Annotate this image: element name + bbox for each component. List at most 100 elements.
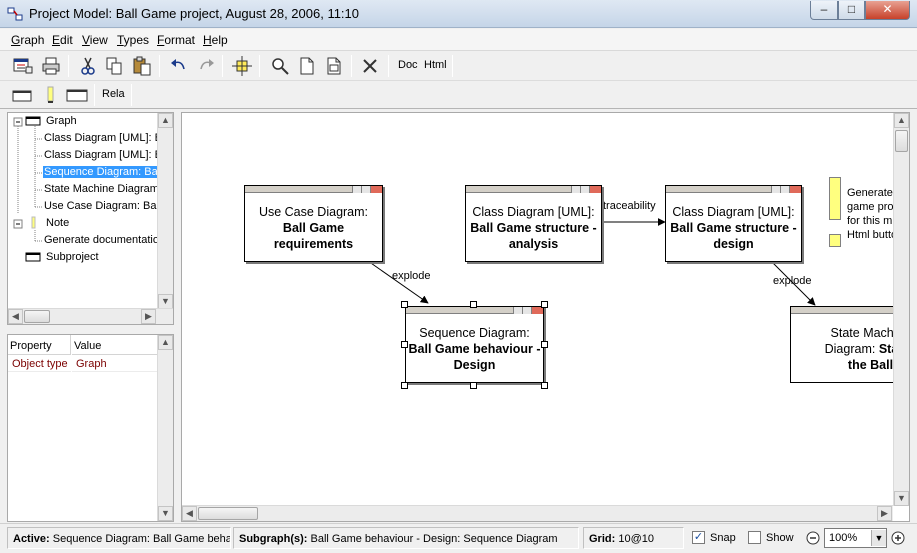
menu-view[interactable]: View: [82, 33, 108, 47]
menu-format[interactable]: Format: [157, 33, 196, 47]
cut-icon[interactable]: [77, 55, 99, 77]
title-bar: Project Model: Ball Game project, August…: [0, 0, 917, 28]
doc-button[interactable]: Doc: [398, 59, 418, 71]
sequence-diagram-node[interactable]: Sequence Diagram:Ball Game behaviour - D…: [405, 306, 544, 383]
tree-lines: [13, 116, 42, 262]
resize-handle[interactable]: [470, 382, 477, 389]
diagram-canvas[interactable]: explode traceability explode Use Case Di…: [181, 112, 910, 522]
tree-item-class-diagram-design[interactable]: Class Diagram [UML]: Ba: [44, 149, 169, 161]
subproject-type-icon[interactable]: [66, 84, 88, 106]
app-icon: [7, 7, 23, 21]
page-icon[interactable]: [323, 55, 345, 77]
tree-item-generate-documentation[interactable]: Generate documentatio: [44, 234, 159, 246]
main-toolbar: Doc Html: [0, 51, 917, 81]
canvas-vertical-scrollbar[interactable]: ▲ ▼: [893, 113, 909, 506]
scroll-up-icon[interactable]: ▲: [894, 113, 909, 128]
tree-vertical-scrollbar[interactable]: ▲ ▼: [157, 113, 173, 309]
scroll-right-icon[interactable]: ▶: [877, 506, 892, 521]
toolbar-separator: [351, 55, 352, 77]
tree-item-subproject[interactable]: Subproject: [46, 251, 99, 263]
scroll-thumb[interactable]: [24, 310, 50, 323]
toolbar-separator: [94, 84, 95, 106]
tree-item-state-machine-diagram[interactable]: State Machine Diagram:: [44, 183, 162, 195]
tree-item-sequence-diagram[interactable]: Sequence Diagram: Ball: [43, 166, 164, 178]
tree-item-graph[interactable]: Graph: [46, 115, 77, 127]
undo-icon[interactable]: [168, 55, 190, 77]
note-text[interactable]: Generate game proj for this m Html butto: [847, 187, 898, 241]
scroll-down-icon[interactable]: ▼: [894, 491, 909, 506]
value-column-header[interactable]: Value: [72, 335, 158, 355]
note-marker-small[interactable]: [829, 234, 841, 247]
class-diagram-analysis-node[interactable]: Class Diagram [UML]:Ball Game structure …: [465, 185, 602, 262]
resize-handle[interactable]: [541, 301, 548, 308]
zoom-out-icon[interactable]: [806, 531, 820, 545]
close-button[interactable]: ✕: [865, 1, 910, 20]
zoom-in-icon[interactable]: [891, 531, 905, 545]
toolbar-separator: [259, 55, 260, 77]
scroll-up-icon[interactable]: ▲: [158, 335, 173, 350]
class-diagram-design-node[interactable]: Class Diagram [UML]:Ball Game structure …: [665, 185, 802, 262]
explode-label-1: explode: [392, 270, 431, 282]
status-subgraph: Subgraph(s): Ball Game behaviour - Desig…: [233, 527, 579, 549]
note-marker[interactable]: [829, 177, 841, 220]
scroll-left-icon[interactable]: ◀: [8, 309, 23, 324]
scroll-left-icon[interactable]: ◀: [182, 506, 197, 521]
show-checkbox[interactable]: [748, 531, 761, 544]
scroll-thumb[interactable]: [895, 130, 908, 152]
scroll-down-icon[interactable]: ▼: [158, 294, 173, 309]
resize-handle[interactable]: [541, 382, 548, 389]
scroll-thumb[interactable]: [198, 507, 258, 520]
toolbar-separator: [388, 55, 389, 77]
minimize-button[interactable]: –: [810, 1, 838, 20]
property-column-header[interactable]: Property: [8, 335, 71, 355]
zoom-icon[interactable]: [269, 55, 291, 77]
snap-label: Snap: [710, 532, 736, 544]
type-toolbar: Rela: [0, 82, 917, 109]
resize-handle[interactable]: [401, 301, 408, 308]
traceability-label: traceability: [603, 200, 656, 212]
resize-handle[interactable]: [541, 341, 548, 348]
snap-checkbox[interactable]: ✓: [692, 531, 705, 544]
graph-tree-panel: Graph Class Diagram [UML]: Ba Class Diag…: [7, 112, 174, 325]
tree-item-class-diagram-analysis[interactable]: Class Diagram [UML]: Ba: [44, 132, 169, 144]
redo-icon[interactable]: [195, 55, 217, 77]
paste-icon[interactable]: [131, 55, 153, 77]
scroll-down-icon[interactable]: ▼: [158, 506, 173, 521]
toolbar-separator: [222, 55, 223, 77]
print-icon[interactable]: [40, 55, 62, 77]
menu-edit[interactable]: Edit: [52, 33, 73, 47]
chevron-down-icon[interactable]: ▼: [871, 530, 886, 546]
menu-graph[interactable]: Graph: [11, 33, 45, 47]
menu-help[interactable]: Help: [203, 33, 228, 47]
tree-item-note[interactable]: Note: [46, 217, 70, 229]
copy-icon[interactable]: [103, 55, 125, 77]
delete-icon[interactable]: [359, 55, 381, 77]
align-grid-icon[interactable]: [231, 55, 253, 77]
canvas-horizontal-scrollbar[interactable]: ◀ ▶: [182, 505, 893, 521]
property-value-cell[interactable]: Graph: [72, 356, 158, 372]
resize-handle[interactable]: [401, 382, 408, 389]
properties-vertical-scrollbar[interactable]: ▲ ▼: [157, 335, 173, 521]
rela-button[interactable]: Rela: [102, 88, 125, 100]
status-active: Active: Sequence Diagram: Ball Game beha…: [7, 527, 231, 549]
status-grid: Grid: 10@10: [583, 527, 684, 549]
zoom-select[interactable]: 100% ▼: [824, 528, 887, 548]
html-button[interactable]: Html: [424, 59, 447, 71]
new-page-icon[interactable]: [296, 55, 318, 77]
usecase-diagram-node[interactable]: Use Case Diagram:Ball Game requirements: [244, 185, 383, 262]
note-type-icon[interactable]: [40, 84, 62, 106]
tree-horizontal-scrollbar[interactable]: ◀ ▶: [8, 308, 173, 324]
resize-handle[interactable]: [470, 301, 477, 308]
graph-type-icon[interactable]: [11, 84, 33, 106]
properties-panel: Property Value Object type Graph ▲ ▼: [7, 334, 174, 522]
explode-edge-1: [367, 260, 429, 304]
toolbar-separator: [452, 55, 453, 77]
scroll-right-icon[interactable]: ▶: [141, 309, 156, 324]
resize-handle[interactable]: [401, 341, 408, 348]
maximize-button[interactable]: □: [838, 1, 865, 20]
menu-types[interactable]: Types: [117, 33, 150, 47]
tree-item-use-case-diagram[interactable]: Use Case Diagram: Ball: [44, 200, 162, 212]
properties-icon[interactable]: [12, 55, 34, 77]
scroll-up-icon[interactable]: ▲: [158, 113, 173, 128]
